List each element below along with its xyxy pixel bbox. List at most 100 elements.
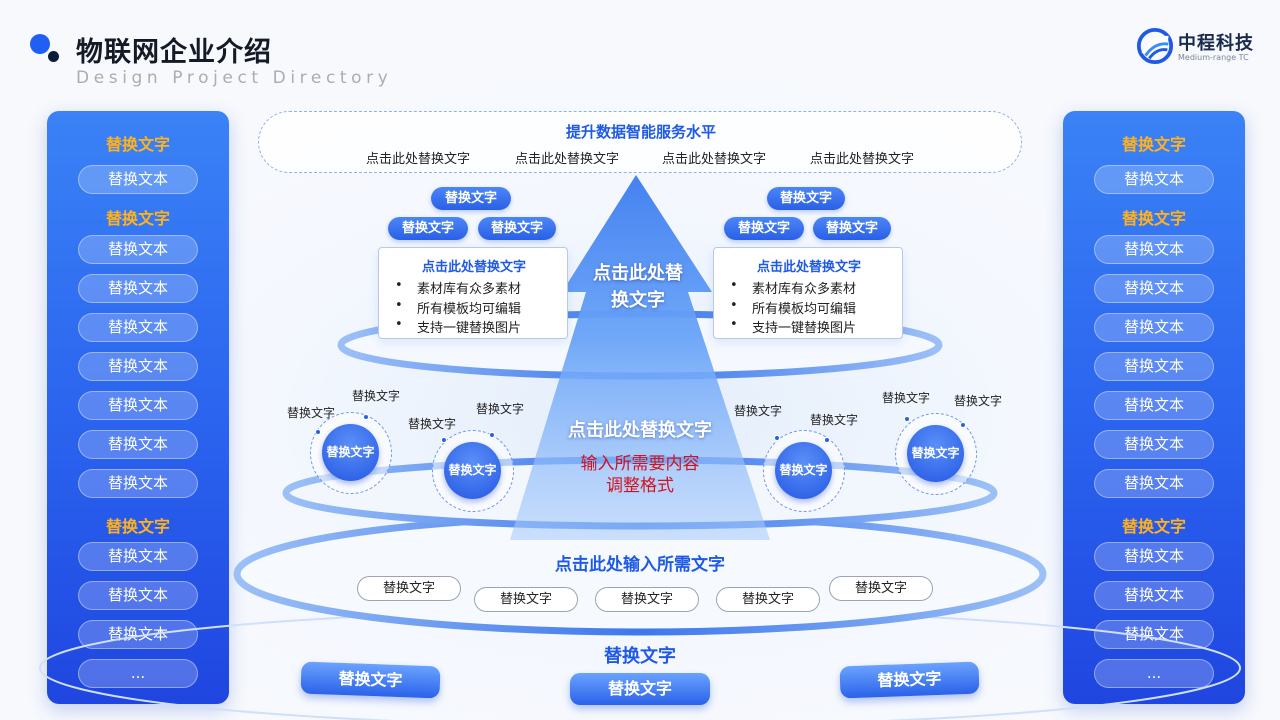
bottom-tag[interactable]: 替换文字 bbox=[839, 661, 980, 699]
right-tier-pill[interactable]: 替换文字 bbox=[813, 217, 891, 240]
base-title: 点击此处输入所需文字 bbox=[555, 555, 725, 575]
node-dot-icon bbox=[824, 437, 830, 443]
top-banner-item: 点击此处替换文字 bbox=[809, 152, 914, 167]
top-banner-item: 点击此处替换文字 bbox=[514, 152, 619, 167]
node-dot-icon bbox=[489, 432, 495, 438]
top-banner-item: 点击此处替换文字 bbox=[661, 152, 766, 167]
node-dot-icon bbox=[774, 435, 780, 441]
arrow-tip-label: 点击此处替换文字 bbox=[593, 263, 683, 311]
panel-item[interactable]: ... bbox=[1094, 659, 1214, 688]
panel-item[interactable]: 替换文本 bbox=[1094, 430, 1214, 459]
left-info-card: 点击此处替换文字 素材库有众多素材 所有模板均可编辑 支持一键替换图片 bbox=[378, 247, 568, 339]
arrow-mid-label: 点击此处替换文字 bbox=[568, 420, 712, 441]
node-dot-icon bbox=[315, 429, 321, 435]
panel-heading: 替换文字 bbox=[105, 209, 170, 228]
panel-item[interactable]: 替换文本 bbox=[78, 620, 198, 649]
panel-item[interactable]: 替换文本 bbox=[1094, 235, 1214, 264]
node-tag: 替换文字 bbox=[954, 394, 1003, 408]
panel-item[interactable]: 替换文本 bbox=[78, 165, 198, 194]
node-tag: 替换文字 bbox=[882, 391, 931, 405]
panel-item[interactable]: ... bbox=[78, 659, 198, 688]
panel-item[interactable]: 替换文本 bbox=[1094, 352, 1214, 381]
card-bullet: 所有模板均可编辑 bbox=[730, 298, 856, 317]
node-tag: 替换文字 bbox=[734, 404, 783, 418]
panel-item[interactable]: 替换文本 bbox=[1094, 391, 1214, 420]
base-pill[interactable]: 替换文字 bbox=[474, 587, 578, 612]
panel-item[interactable]: 替换文本 bbox=[78, 313, 198, 342]
base-pill[interactable]: 替换文字 bbox=[595, 587, 699, 612]
left-tier-pill-top[interactable]: 替换文字 bbox=[431, 187, 511, 210]
node-label: 替换文字 bbox=[907, 425, 964, 482]
logo-name: 中程科技 bbox=[1178, 33, 1254, 54]
panel-item[interactable]: 替换文本 bbox=[78, 274, 198, 303]
page-subtitle: Design Project Directory bbox=[76, 68, 393, 88]
node-tag: 替换文字 bbox=[408, 417, 457, 431]
panel-item[interactable]: 替换文本 bbox=[1094, 581, 1214, 610]
panel-item[interactable]: 替换文本 bbox=[78, 581, 198, 610]
node-tag: 替换文字 bbox=[287, 406, 336, 420]
panel-item[interactable]: 替换文本 bbox=[1094, 274, 1214, 303]
card-bullet: 所有模板均可编辑 bbox=[395, 298, 521, 317]
node-tag: 替换文字 bbox=[810, 413, 859, 427]
arrow-red-note: 输入所需要内容调整格式 bbox=[580, 454, 700, 496]
node-dot-icon bbox=[363, 414, 369, 420]
card-bullet: 支持一键替换图片 bbox=[395, 317, 521, 336]
base-pill[interactable]: 替换文字 bbox=[716, 587, 820, 612]
node-dot-icon bbox=[904, 416, 910, 422]
node-tag: 替换文字 bbox=[476, 402, 525, 416]
panel-item[interactable]: 替换文本 bbox=[1094, 165, 1214, 194]
panel-item[interactable]: 替换文本 bbox=[1094, 542, 1214, 571]
panel-item[interactable]: 替换文本 bbox=[1094, 313, 1214, 342]
card-bullet: 素材库有众多素材 bbox=[730, 278, 856, 297]
bottom-tag[interactable]: 替换文字 bbox=[570, 673, 710, 705]
panel-item[interactable]: 替换文本 bbox=[78, 391, 198, 420]
node-circle[interactable]: 替换文字 bbox=[763, 430, 845, 512]
card-bullet: 素材库有众多素材 bbox=[395, 278, 521, 297]
left-panel: 替换文字 替换文本 替换文字 替换文本 替换文本 替换文本 替换文本 替换文本 … bbox=[47, 111, 229, 704]
company-logo: 中程科技 Medium-range TC bbox=[1136, 27, 1268, 69]
panel-heading: 替换文字 bbox=[105, 517, 170, 536]
right-tier-pill-top[interactable]: 替换文字 bbox=[767, 187, 845, 210]
node-dot-icon bbox=[441, 437, 447, 443]
panel-heading: 替换文字 bbox=[1121, 517, 1186, 536]
node-label: 替换文字 bbox=[322, 424, 379, 481]
node-circle[interactable]: 替换文字 bbox=[310, 412, 392, 494]
panel-item[interactable]: 替换文本 bbox=[78, 352, 198, 381]
card-title: 点击此处替换文字 bbox=[421, 260, 526, 275]
node-dot-icon bbox=[960, 422, 966, 428]
node-tag: 替换文字 bbox=[352, 389, 401, 403]
node-label: 替换文字 bbox=[775, 442, 832, 499]
top-banner: 提升数据智能服务水平 点击此处替换文字 点击此处替换文字 点击此处替换文字 点击… bbox=[258, 111, 1022, 173]
node-circle[interactable]: 替换文字 bbox=[432, 430, 514, 512]
bottom-tag[interactable]: 替换文字 bbox=[300, 661, 441, 699]
central-arrow bbox=[510, 175, 770, 540]
top-banner-item: 点击此处替换文字 bbox=[365, 152, 470, 167]
base-pill[interactable]: 替换文字 bbox=[357, 576, 461, 601]
node-circle[interactable]: 替换文字 bbox=[895, 413, 977, 495]
right-tier-pill[interactable]: 替换文字 bbox=[724, 217, 804, 240]
page-title: 物联网企业介绍 bbox=[76, 37, 272, 68]
panel-heading: 替换文字 bbox=[105, 135, 170, 154]
node-label: 替换文字 bbox=[444, 442, 501, 499]
panel-item[interactable]: 替换文本 bbox=[78, 235, 198, 264]
right-info-card: 点击此处替换文字 素材库有众多素材 所有模板均可编辑 支持一键替换图片 bbox=[713, 247, 903, 339]
top-banner-title: 提升数据智能服务水平 bbox=[565, 123, 716, 141]
logo-subtitle: Medium-range TC bbox=[1178, 53, 1249, 62]
logo-mark-icon bbox=[1136, 27, 1174, 65]
panel-item[interactable]: 替换文本 bbox=[1094, 469, 1214, 498]
panel-item[interactable]: 替换文本 bbox=[78, 469, 198, 498]
panel-heading: 替换文字 bbox=[1121, 135, 1186, 154]
card-bullet: 支持一键替换图片 bbox=[730, 317, 856, 336]
panel-heading: 替换文字 bbox=[1121, 209, 1186, 228]
base-pill[interactable]: 替换文字 bbox=[829, 576, 933, 601]
bottom-title: 替换文字 bbox=[604, 646, 676, 667]
title-dots-icon bbox=[30, 34, 64, 68]
panel-item[interactable]: 替换文本 bbox=[78, 542, 198, 571]
card-title: 点击此处替换文字 bbox=[756, 260, 861, 275]
right-panel: 替换文字 替换文本 替换文字 替换文本 替换文本 替换文本 替换文本 替换文本 … bbox=[1063, 111, 1245, 704]
panel-item[interactable]: 替换文本 bbox=[78, 430, 198, 459]
panel-item[interactable]: 替换文本 bbox=[1094, 620, 1214, 649]
left-tier-pill[interactable]: 替换文字 bbox=[388, 217, 468, 240]
left-tier-pill[interactable]: 替换文字 bbox=[478, 217, 556, 240]
